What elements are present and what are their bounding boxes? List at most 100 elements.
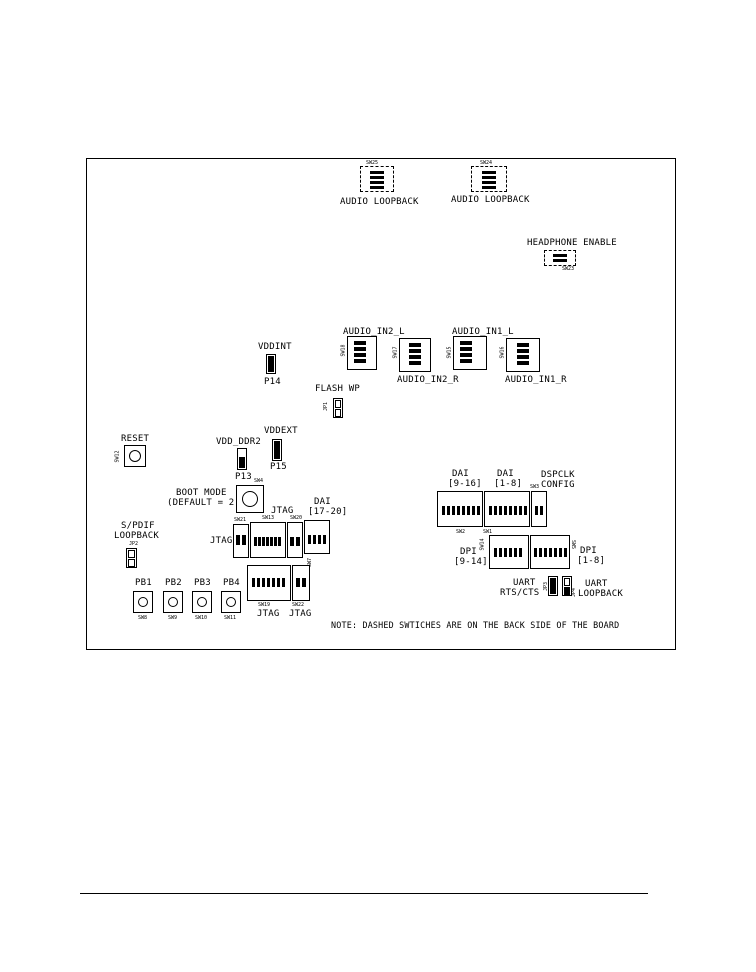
sw19-label: SW19 [258, 602, 271, 608]
sw1-label: SW1 [483, 529, 493, 535]
jp2-label: JP2 [129, 541, 139, 547]
dpi-9-14-label-b: [9-14] [454, 557, 488, 567]
uart-loopback-label-a: UART [585, 579, 608, 589]
sw14-label: SW14 [479, 538, 486, 551]
sw1-switch[interactable] [484, 491, 530, 527]
spdif-loopback-jumper[interactable] [126, 548, 137, 568]
p15-jumper[interactable] [272, 439, 282, 461]
sw25-label: SW25 [366, 160, 379, 166]
dpi-1-8-label-a: DPI [580, 546, 597, 556]
sw15-switch[interactable] [453, 336, 487, 370]
vddext-label: VDDEXT [264, 426, 298, 436]
sw16-switch[interactable] [506, 338, 540, 372]
uart-loopback-label-b: LOOPBACK [578, 589, 623, 599]
p14-label: P14 [264, 377, 281, 387]
audio-in1-r-label: AUDIO_IN1_R [505, 375, 567, 385]
sw25-switch[interactable] [360, 166, 394, 192]
jtag-bottom-label-2: JTAG [289, 609, 312, 619]
dai-9-16-label-b: [9-16] [448, 479, 482, 489]
uart-rts-label-a: UART [513, 578, 536, 588]
audio-loopback-label-1: AUDIO LOOPBACK [340, 197, 419, 207]
sw24-label: SW24 [480, 160, 493, 166]
sw15-label: SW15 [446, 346, 453, 359]
audio-loopback-label-2: AUDIO LOOPBACK [451, 195, 530, 205]
sw23-switch[interactable] [544, 250, 576, 266]
p13-jumper[interactable] [237, 448, 247, 470]
dpi-1-8-label-b: [1-8] [577, 556, 606, 566]
pb2-label: PB2 [165, 578, 182, 588]
sw3-switch[interactable] [531, 491, 547, 527]
sw17-label: SW17 [392, 346, 399, 359]
uart-rts-cts-jumper[interactable] [548, 576, 558, 596]
sw10-label: SW10 [195, 615, 208, 621]
reset-label: RESET [121, 434, 150, 444]
dai-1-8-label-b: [1-8] [494, 479, 523, 489]
footer-rule [80, 893, 648, 894]
sw20-label: SW20 [290, 515, 303, 521]
jp1-label: JP1 [323, 401, 330, 412]
sw5-switch[interactable] [530, 535, 570, 569]
sw17-switch[interactable] [399, 338, 431, 372]
vddint-label: VDDINT [258, 342, 292, 352]
sw20-switch[interactable] [287, 522, 303, 558]
sw2-switch[interactable] [437, 491, 483, 527]
audio-in2-r-label: AUDIO_IN2_R [397, 375, 459, 385]
dspclk-label-a: DSPCLK [541, 470, 575, 480]
flash-wp-label: FLASH WP [315, 384, 360, 394]
vdd-ddr2-label: VDD_DDR2 [216, 437, 261, 447]
headphone-enable-label: HEADPHONE ENABLE [527, 238, 617, 248]
boot-mode-label: BOOT MODE [176, 488, 227, 498]
pb4-label: PB4 [223, 578, 240, 588]
sw21-switch[interactable] [233, 524, 249, 558]
p14-jumper[interactable] [266, 354, 276, 374]
sw22-switch[interactable] [292, 565, 310, 601]
dai-1-8-label-a: DAI [497, 469, 514, 479]
audio-in1-l-label: AUDIO_IN1_L [452, 327, 514, 337]
pb4-button[interactable] [221, 591, 241, 613]
spdif-label-b: LOOPBACK [114, 531, 159, 541]
dspclk-label-b: CONFIG [541, 480, 575, 490]
spdif-label-a: S/PDIF [121, 521, 155, 531]
sw4-label: SW4 [254, 478, 264, 484]
dai-17-20-label-a: DAI [314, 497, 331, 507]
jp4-label: JP4 [571, 587, 578, 598]
sw7-switch[interactable] [304, 520, 330, 554]
sw22-label: SW22 [292, 602, 305, 608]
sw16-label: SW16 [499, 346, 506, 359]
jtag-bottom-label-1: JTAG [257, 609, 280, 619]
pb3-button[interactable] [192, 591, 212, 613]
sw21-label: SW21 [234, 517, 247, 523]
sw19-switch[interactable] [247, 565, 291, 601]
dai-17-20-label-b: [17-20] [308, 507, 348, 517]
sw18-switch[interactable] [347, 336, 377, 370]
boot-mode-rotary-switch[interactable] [236, 485, 264, 513]
pb2-button[interactable] [163, 591, 183, 613]
sw13-label: SW13 [262, 515, 275, 521]
jtag-top-label: JTAG [271, 506, 294, 516]
sw14-switch[interactable] [489, 535, 529, 569]
reset-button[interactable] [124, 445, 146, 467]
sw12-label: SW12 [114, 450, 121, 463]
flash-wp-jumper[interactable] [333, 398, 343, 418]
sw13-switch[interactable] [250, 522, 286, 558]
sw18-label: SW18 [340, 344, 347, 357]
board-outline [86, 158, 676, 650]
pb1-label: PB1 [135, 578, 152, 588]
p15-label: P15 [270, 462, 287, 472]
back-side-note: NOTE: DASHED SWTICHES ARE ON THE BACK SI… [331, 620, 620, 630]
uart-loopback-jumper[interactable] [562, 576, 572, 596]
boot-default-label: (DEFAULT = 2) [167, 498, 241, 508]
dpi-9-14-label-a: DPI [460, 547, 477, 557]
dai-9-16-label-a: DAI [452, 469, 469, 479]
jtag-left-label: JTAG [210, 536, 233, 546]
sw11-label: SW11 [224, 615, 237, 621]
sw3-label: SW3 [530, 484, 540, 490]
sw23-label: SW23 [562, 266, 575, 272]
p13-label: P13 [235, 472, 252, 482]
sw2-label: SW2 [456, 529, 466, 535]
audio-in2-l-label: AUDIO_IN2_L [343, 327, 405, 337]
sw24-switch[interactable] [471, 166, 507, 192]
pb3-label: PB3 [194, 578, 211, 588]
uart-rts-label-b: RTS/CTS [500, 588, 540, 598]
pb1-button[interactable] [133, 591, 153, 613]
